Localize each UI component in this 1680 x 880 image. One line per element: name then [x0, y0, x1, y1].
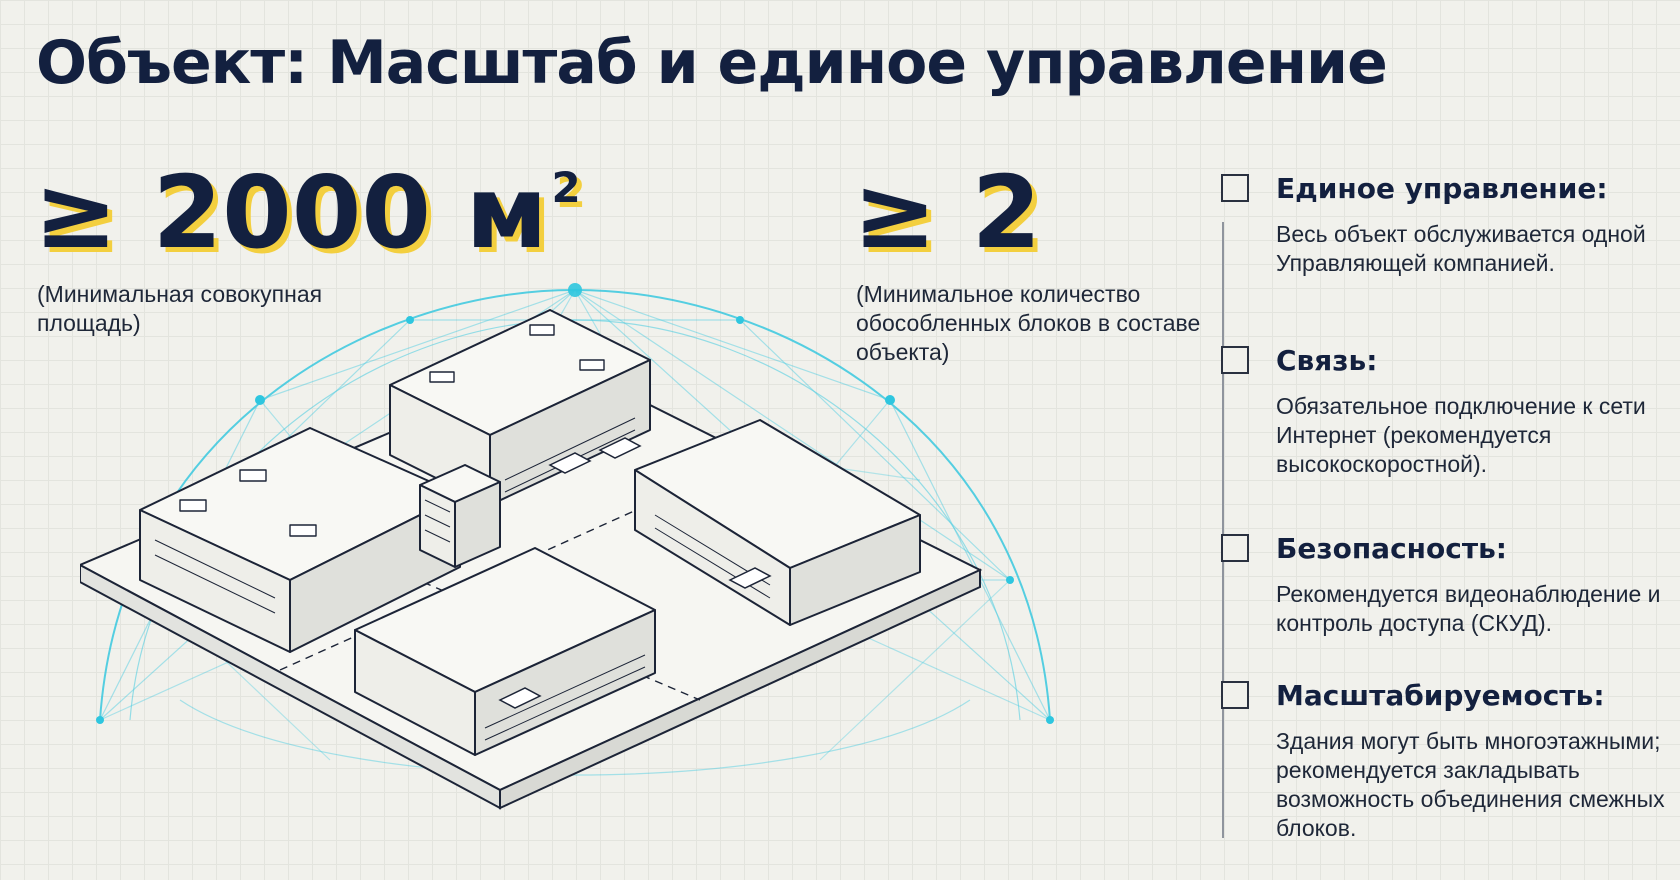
industrial-park-illustration: [80, 283, 1054, 810]
stat-area: ≥ 2000 м2: [34, 163, 581, 263]
building-east: [634, 419, 921, 626]
requirement-management: Единое управление: Весь объект обслужива…: [1221, 172, 1671, 278]
requirement-title: Масштабируемость:: [1276, 679, 1605, 712]
requirement-title: Безопасность:: [1276, 532, 1507, 565]
stat-area-caption: (Минимальная совокупная площадь): [37, 281, 323, 336]
checkbox-icon: [1221, 174, 1249, 202]
trucks: [498, 437, 772, 709]
page-title: Объект: Масштаб и единое управление: [36, 28, 1388, 98]
checkbox-icon: [1221, 534, 1249, 562]
requirement-text: Здания могут быть многоэтажными; рекомен…: [1276, 728, 1665, 841]
requirement-title: Единое управление:: [1276, 172, 1608, 205]
building-west: [139, 427, 461, 653]
building-south: [354, 547, 656, 756]
requirement-scalability: Масштабируемость: Здания могут быть мног…: [1221, 679, 1671, 843]
requirement-text: Весь объект обслуживается одной Управляю…: [1276, 221, 1646, 276]
requirement-text: Обязательное подключение к сети Интернет…: [1276, 393, 1646, 477]
requirement-security: Безопасность: Рекомендуется видеонаблюде…: [1221, 532, 1671, 638]
requirement-title: Связь:: [1276, 344, 1378, 377]
stat-blocks-value: ≥ 2: [853, 154, 1042, 271]
stat-blocks: ≥ 2: [853, 163, 1041, 263]
building-office: [419, 464, 501, 568]
requirement-connectivity: Связь: Обязательное подключение к сети И…: [1221, 344, 1671, 479]
stat-area-value: ≥ 2000 м: [34, 154, 548, 271]
requirement-text: Рекомендуется видеонаблюдение и контроль…: [1276, 581, 1661, 636]
requirements-rail: [1222, 222, 1224, 838]
stat-area-unit-sup: 2: [551, 163, 581, 212]
checkbox-icon: [1221, 346, 1249, 374]
checkbox-icon: [1221, 681, 1249, 709]
stat-blocks-caption: (Минимальное количество обособленных бло…: [856, 281, 1201, 365]
